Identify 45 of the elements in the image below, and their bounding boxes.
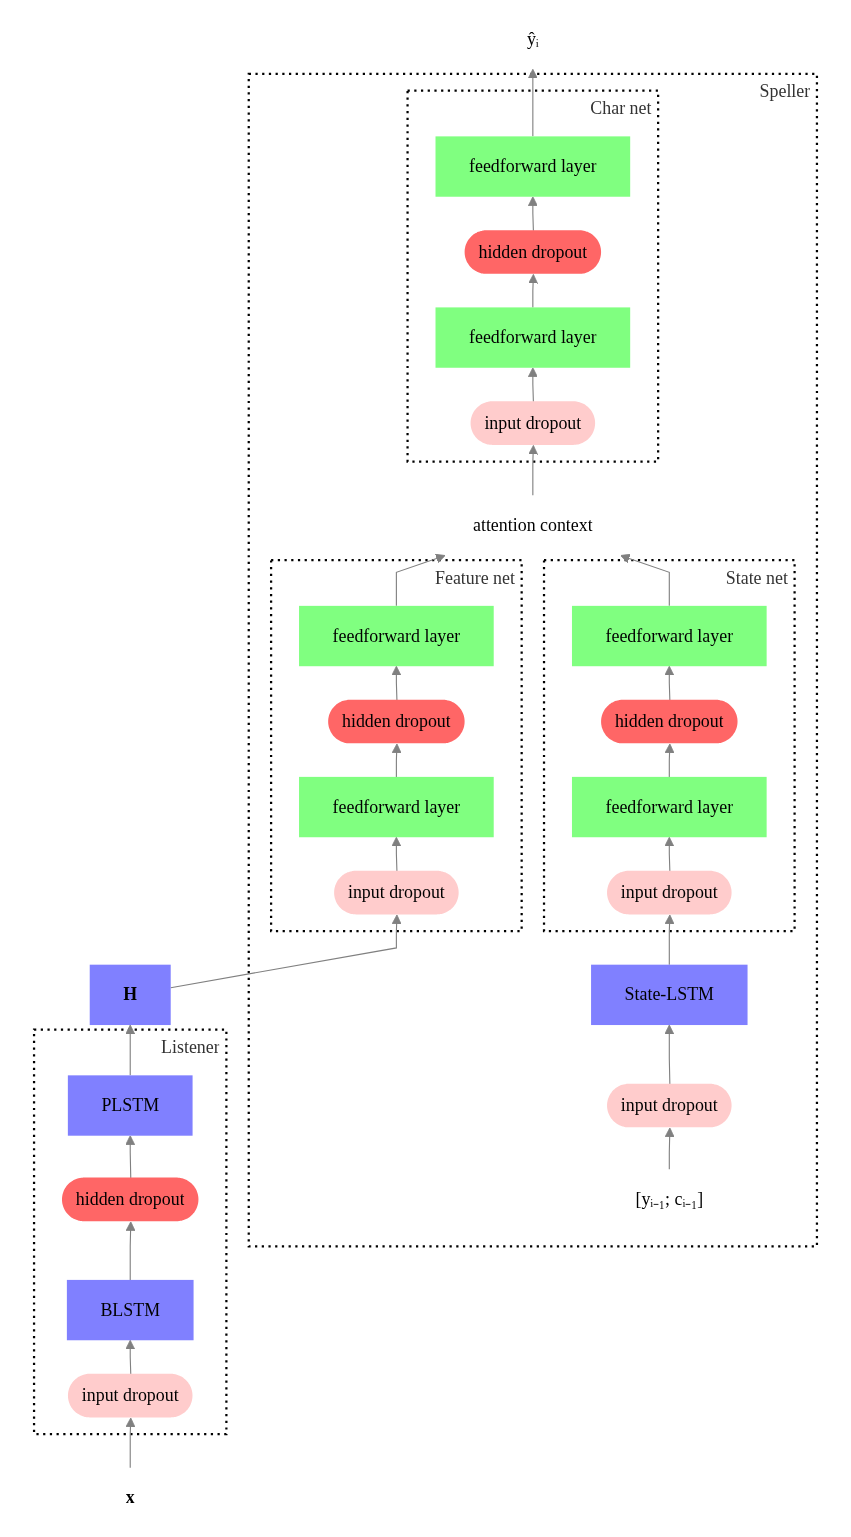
arrow xyxy=(620,553,670,607)
node-box: PLSTM xyxy=(67,1075,193,1136)
node-box: feedforward layer xyxy=(435,136,631,197)
node-box: feedforward layer xyxy=(435,307,631,368)
arrow xyxy=(664,1127,675,1170)
node-box: feedforward layer xyxy=(299,605,494,667)
arrow xyxy=(125,1417,136,1469)
node-box: input dropout xyxy=(334,870,459,915)
arrow xyxy=(391,836,402,872)
node-box: hidden dropout xyxy=(328,699,465,744)
node-box: input dropout xyxy=(470,401,596,445)
arrow xyxy=(664,836,675,872)
arrow xyxy=(664,665,675,701)
arrow xyxy=(125,1339,136,1375)
node-box: feedforward layer xyxy=(571,605,767,667)
arrow xyxy=(528,445,538,496)
node-box: hidden dropout xyxy=(601,699,738,744)
node-box: input dropout xyxy=(607,870,732,915)
node-text: [yᵢ₋₁; cᵢ₋₁] xyxy=(635,1189,704,1209)
arrow xyxy=(391,665,402,701)
arrow xyxy=(395,553,446,607)
arrow xyxy=(664,743,675,778)
arrow xyxy=(527,367,538,403)
arrow xyxy=(527,196,538,232)
arrow xyxy=(170,914,402,989)
node-box: hidden dropout xyxy=(464,230,602,274)
node-box: BLSTM xyxy=(66,1279,194,1341)
arrow xyxy=(528,274,538,308)
node-box: feedforward layer xyxy=(299,776,494,838)
node-box: feedforward layer xyxy=(571,776,767,838)
node-text: attention context xyxy=(473,515,593,535)
node-box: input dropout xyxy=(607,1083,732,1128)
node-box: hidden dropout xyxy=(62,1177,199,1222)
arrow xyxy=(527,68,538,137)
arrow xyxy=(125,1024,136,1076)
node-box: State-LSTM xyxy=(591,964,748,1026)
arrow xyxy=(125,1221,136,1281)
arrow xyxy=(391,743,402,778)
arrow xyxy=(664,914,675,966)
node-box: input dropout xyxy=(67,1373,193,1418)
arrow xyxy=(125,1135,136,1179)
node-text: x xyxy=(125,1487,135,1507)
arrow xyxy=(664,1024,675,1085)
node-text: ŷᵢ xyxy=(526,29,539,49)
node-box: H xyxy=(89,964,171,1026)
